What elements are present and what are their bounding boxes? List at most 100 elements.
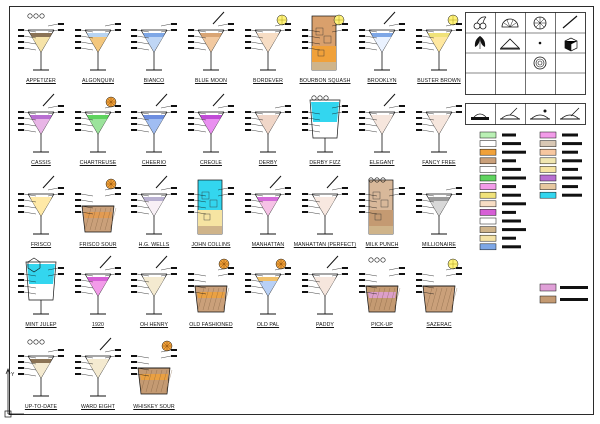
legend-label-bar	[502, 176, 526, 180]
cocktail-name: ELEGANT	[369, 160, 395, 166]
cocktail-name: BIANCO	[143, 78, 165, 84]
ucs-axis-icon: Y	[4, 368, 24, 418]
cocktail-brooklyn: BROOKLYN	[351, 8, 413, 86]
cocktail-name: ALGONQUIN	[81, 78, 115, 84]
cocktail-bordever: BORDEVER	[237, 8, 299, 86]
cocktail-chartreuse: CHARTREUSE	[67, 90, 129, 168]
cocktail-name: 1920	[92, 322, 104, 328]
legend-swatch	[539, 157, 557, 165]
glass-base-symbols-panel	[465, 103, 586, 125]
cocktail-oh-henry: OH HENRY	[123, 252, 185, 330]
glass-martini-old-pal	[245, 258, 291, 315]
cocktail-name: MILLIONAIRE	[422, 242, 456, 248]
glass-martini-manhattan-perfect	[302, 175, 348, 235]
legend-swatch	[479, 183, 497, 190]
legend-swatch	[479, 174, 497, 182]
cocktail-millionaire: MILLIONAIRE	[408, 172, 470, 250]
cocktail-name: H.G. WELLS	[138, 242, 170, 248]
legend-swatch	[479, 217, 497, 225]
legend-label-bar	[502, 228, 526, 232]
cocktail-name: OLD FASHIONED	[189, 322, 233, 328]
legend-label-bar	[562, 185, 578, 189]
legend-swatch	[539, 166, 557, 173]
lemon-slice-icon	[501, 18, 519, 28]
glass-martini-creole	[188, 93, 234, 153]
legend-swatch	[479, 166, 497, 173]
cocktail-name: CHEERIO	[141, 160, 167, 166]
cocktail-name: FRISCO SOUR	[79, 242, 117, 248]
cocktail-name: FANCY FREE	[422, 160, 456, 166]
cocktail-manhattan: MANHATTAN	[237, 172, 299, 250]
coaster-icon	[471, 113, 489, 120]
glass-martini-cheerio	[131, 93, 177, 153]
cocktail-fancy-free: FANCY FREE	[408, 90, 470, 168]
cocktail-pick-up: PICK-UP	[351, 252, 413, 330]
legend-label-bar	[502, 219, 521, 223]
cocktail-manhattan-perfect: MANHATTAN (PERFECT)	[294, 172, 356, 250]
legend-label-bar	[562, 193, 582, 197]
twist-peel-icon	[533, 56, 547, 70]
glass-martini-chartreuse	[75, 96, 121, 153]
cocktail-name: PICK-UP	[371, 322, 393, 328]
legend-swatch	[539, 131, 557, 139]
legend-swatch	[479, 148, 497, 156]
legend-label-bar	[502, 142, 521, 146]
cocktail-name: WHISKEY SOUR	[133, 404, 175, 410]
stirrer-icon	[560, 107, 580, 120]
cocktail-name: MILK PUNCH	[365, 242, 399, 248]
glass-martini-frisco	[18, 175, 64, 235]
legend-label-bar	[502, 185, 516, 189]
mint-leaf-icon	[474, 36, 486, 49]
cocktail-1920: 1920	[67, 252, 129, 330]
cocktail-frisco: FRISCO	[10, 172, 72, 250]
cocktail-name: BORDEVER	[253, 78, 283, 84]
cocktail-derby: DERBY	[237, 90, 299, 168]
cocktail-frisco-sour: FRISCO SOUR	[67, 172, 129, 250]
legend-label-bar	[562, 142, 582, 146]
shaker-top-icon	[500, 107, 520, 120]
glass-rocks-sazerac	[416, 258, 462, 313]
cocktail-mint-julep: MINT JULEP	[10, 252, 72, 330]
cocktail-ward-eight: WARD EIGHT	[67, 334, 129, 412]
legend-swatch	[479, 209, 497, 216]
cocktail-milk-punch: MILK PUNCH	[351, 172, 413, 250]
glass-martini-bianco	[131, 23, 177, 71]
cocktail-old-pal: OLD PAL	[237, 252, 299, 330]
cocktail-algonquin: ALGONQUIN	[67, 8, 129, 86]
glass-collins-bourbon-squash	[302, 14, 348, 71]
legend-label-bar	[502, 193, 521, 197]
cocktail-name: MANHATTAN	[251, 242, 285, 248]
legend-label-bar	[562, 176, 582, 180]
strainer-icon	[530, 109, 550, 120]
cocktail-name: DERBY	[258, 160, 278, 166]
glass-martini-appetizer	[18, 13, 64, 71]
glass-rocks-old-fashioned	[188, 258, 234, 313]
glass-martini-paddy	[302, 255, 348, 315]
cocktail-name: APPETIZER	[26, 78, 56, 84]
cocktail-name: WARD EIGHT	[81, 404, 115, 410]
legend-label-bar	[562, 133, 578, 137]
legend-swatch	[479, 140, 497, 147]
cocktail-up-to-date: UP-TO-DATE	[10, 334, 72, 412]
cocktail-cassis: CASSIS	[10, 90, 72, 168]
cocktail-bianco: BIANCO	[123, 8, 185, 86]
legend-label-bar	[502, 236, 516, 240]
citrus-wheel-icon	[533, 16, 547, 30]
cocktail-name: CREOLE	[200, 160, 222, 166]
olive-icon	[538, 41, 542, 45]
glass-martini-derby	[245, 105, 291, 153]
cocktail-sazerac: SAZERAC	[408, 252, 470, 330]
legend-swatch	[479, 131, 497, 139]
cocktail-blue-moon: BLUE MOON	[180, 8, 242, 86]
cocktail-elegant: ELEGANT	[351, 90, 413, 168]
legend-swatch	[479, 200, 497, 208]
legend-label-bar	[502, 150, 526, 154]
legend-swatch	[479, 243, 497, 251]
glass-rocks-pick-up	[359, 257, 405, 313]
glass-martini-blue-moon	[188, 11, 234, 71]
glass-martini-manhattan	[245, 175, 291, 235]
glass-highball-derby-fizz	[302, 95, 348, 153]
legend-swatch	[539, 174, 557, 182]
glass-martini-buster-brown	[416, 14, 462, 71]
glass-martini-algonquin	[75, 23, 121, 71]
